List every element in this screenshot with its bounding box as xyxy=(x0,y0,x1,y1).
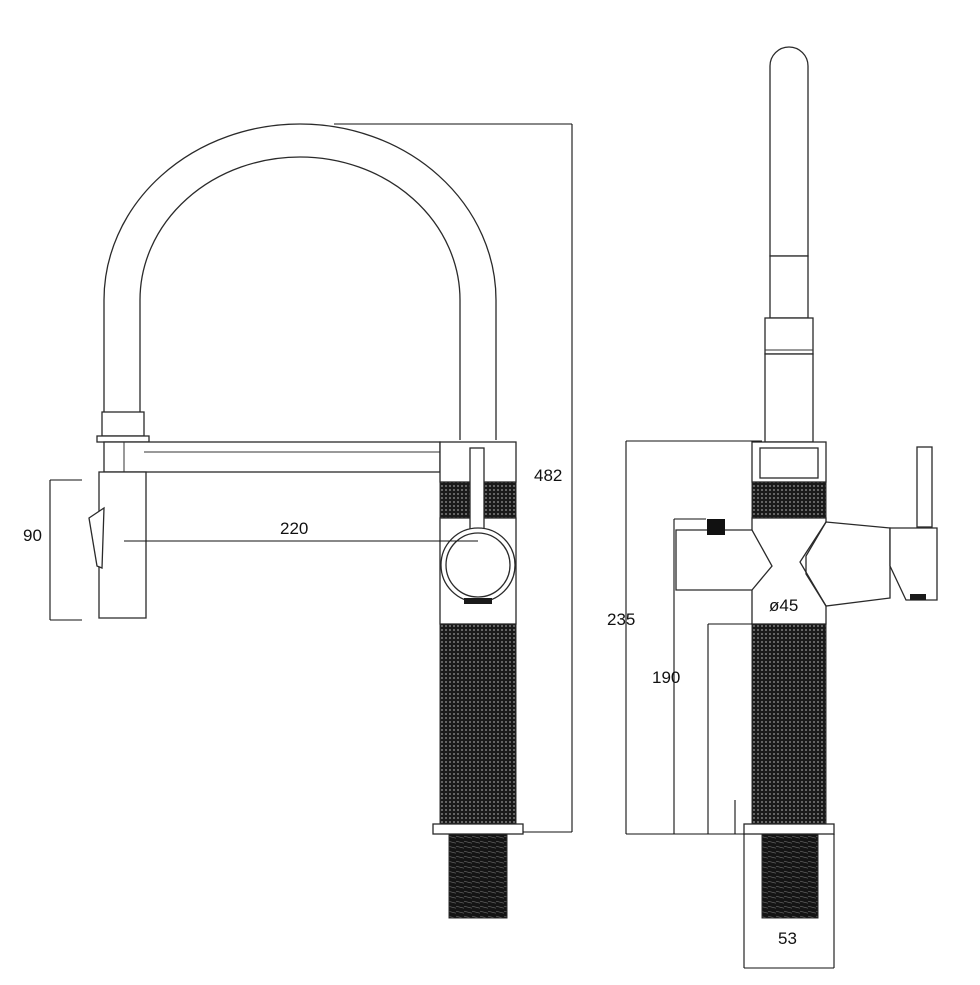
side-body-window xyxy=(759,447,819,479)
lever-hub-outer xyxy=(440,527,516,603)
spout-collar-rim xyxy=(96,435,150,443)
side-handle-left xyxy=(675,529,773,591)
spray-trigger xyxy=(88,506,105,569)
side-view xyxy=(675,46,938,919)
dim-53-label: 53 xyxy=(778,929,797,948)
base-plate xyxy=(432,823,524,835)
spray-head xyxy=(98,471,147,619)
dim-220-label: 220 xyxy=(280,519,308,538)
side-lever-cap xyxy=(910,594,926,600)
side-spout-upper xyxy=(769,46,809,257)
side-valve-right xyxy=(799,521,891,607)
front-dimensions: 90 220 482 xyxy=(23,123,573,833)
threaded-shank xyxy=(448,833,508,919)
lever-hub-inner xyxy=(445,532,511,598)
side-spout-collar xyxy=(764,317,814,355)
dim-diameter-label: ø45 xyxy=(769,596,798,615)
dim-235-label: 235 xyxy=(607,610,635,629)
side-valve-notch xyxy=(805,521,827,607)
lever-handle xyxy=(469,447,485,539)
spout-arc-outer xyxy=(103,123,497,440)
spout-arc-inner xyxy=(139,156,461,440)
swing-arm xyxy=(103,441,441,473)
side-threaded-shank xyxy=(761,833,819,919)
side-dimensions: 235 190 ø45 53 xyxy=(607,440,835,969)
knurled-grip xyxy=(439,623,517,825)
side-base-plate xyxy=(743,823,835,835)
dim-482-label: 482 xyxy=(534,466,562,485)
front-view xyxy=(88,123,524,919)
side-lever xyxy=(916,446,933,528)
side-knurl-band xyxy=(751,481,827,519)
spout-collar xyxy=(101,411,145,437)
dim-190-label: 190 xyxy=(652,668,680,687)
side-handle-mark xyxy=(707,519,725,535)
dim-90-label: 90 xyxy=(23,526,42,545)
lever-hub-base xyxy=(464,598,492,604)
side-knurled-grip xyxy=(751,623,827,825)
side-lever-hub xyxy=(889,527,938,601)
side-spout-neck xyxy=(764,353,814,443)
side-spout-lower xyxy=(769,255,809,319)
